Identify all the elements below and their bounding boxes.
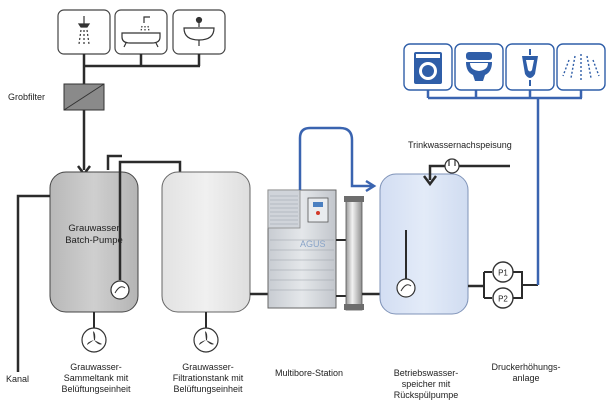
caption-line: Grauwasser- [182,362,234,372]
tank1-inner-label-line1: Grauwasser [68,223,119,234]
caption-line: speicher mit [401,379,451,389]
backwash-pump-icon [396,278,416,298]
tank2-caption: Grauwasser- Filtrationstank mit Belüftun… [158,362,258,395]
brand-logo-text: AGUS [300,239,326,249]
greywater-filtration-tank [161,171,251,313]
control-panel [307,197,329,223]
caption-line: Sammeltank mit [63,373,129,383]
caption-line: Filtrationstank mit [172,373,244,383]
caption-line: Multibore-Station [274,368,344,378]
tank1-inner-label-line2: Batch-Pumpe [65,235,123,246]
aerator-fan-icon [193,327,219,353]
pump-p1-label: P1 [498,269,508,278]
service-water-storage [379,173,469,315]
makeup-water-pipe [428,164,510,180]
toilet-icon [466,52,492,81]
makeup-valve-icon [444,158,460,174]
permeate-arrow [365,179,377,193]
coarse-filter-label: Grobfilter [8,92,45,102]
sewer-label: Kanal [6,374,29,384]
sewer-overflow-pipe [16,194,50,372]
batch-pump-icon [110,280,130,300]
caption-line: Belüftungseinheit [61,384,131,394]
washbasin-box [172,9,226,55]
permeate-pipe [298,126,372,190]
membrane-module [336,196,364,311]
shower-icon [77,16,91,45]
booster-pump-p2: P2 [492,287,514,309]
pump-p2-label: P2 [498,295,508,304]
bathtub-icon [121,16,161,48]
caption-line: anlage [512,373,540,383]
caption-line: Betriebswasser- [393,368,459,378]
garden-sprinkler-icon [562,54,600,80]
station-caption: Multibore-Station [264,368,354,379]
source-fixtures [57,9,226,55]
makeup-water-label: Trinkwassernachspeisung [408,140,512,150]
booster-caption: Druckerhöhungs- anlage [480,362,572,384]
booster-pump-p1: P1 [492,261,514,283]
consumer-fixtures [403,43,606,91]
caption-line: Rückspülpumpe [393,390,459,400]
tank1-caption: Grauwasser- Sammeltank mit Belüftungsein… [52,362,140,395]
greywater-collection-pipes [82,54,201,170]
aerator-fan-icon [81,327,107,353]
washbasin-icon [183,16,215,46]
caption-line: Belüftungseinheit [173,384,243,394]
washing-machine-icon [414,52,442,84]
makeup-arrow [423,175,437,187]
bathtub-box [114,9,168,55]
multibore-station: AGUS [267,189,337,309]
caption-line: Grauwasser- [70,362,122,372]
urinal-icon [522,49,538,86]
coarse-filter [63,83,105,111]
caption-line: Druckerhöhungs- [491,362,561,372]
storage-caption: Betriebswasser- speicher mit Rückspülpum… [378,368,474,401]
batch-return-pipe [106,154,122,170]
